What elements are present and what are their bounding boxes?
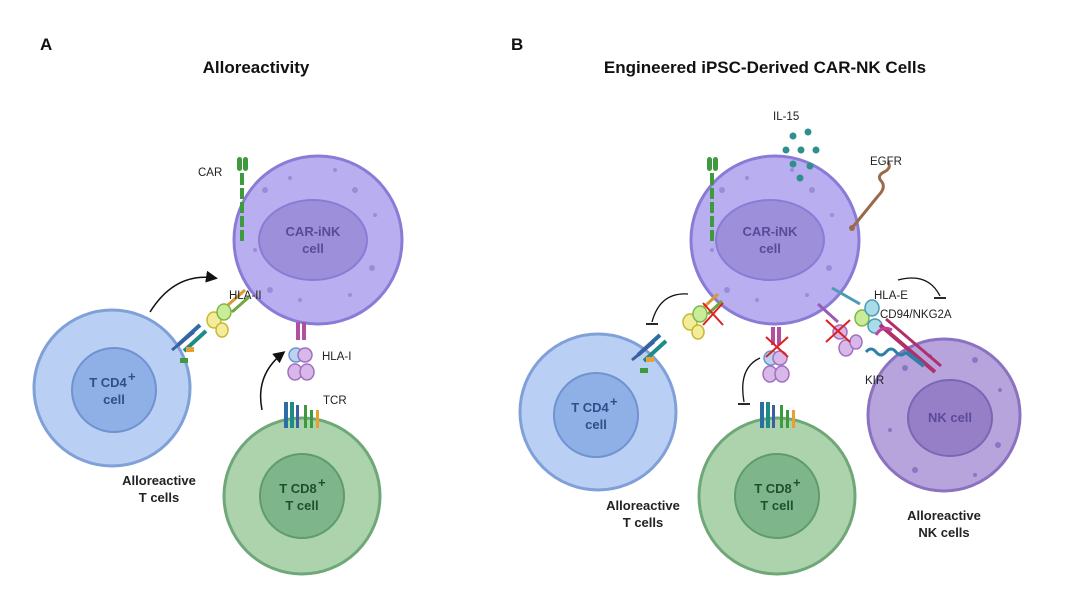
panel-b-letter: B <box>511 35 523 54</box>
panel-b-cd94-label: CD94/NKG2A <box>880 309 952 321</box>
panel-b-hla2-block-cross-icon <box>702 302 724 326</box>
panel-b-car-cell-label-2: cell <box>759 241 781 256</box>
panel-a-hla1-icon <box>287 322 315 381</box>
panel-a-car-label: CAR <box>198 167 222 179</box>
panel-b-hla1-block-cross-icon <box>765 336 789 358</box>
panel-a-cd8-label-2: T cell <box>285 498 318 513</box>
panel-a-cd8-label-1: T CD8 <box>279 481 317 496</box>
panel-b-title: Engineered iPSC-Derived CAR-NK Cells <box>604 58 926 77</box>
panel-a-car-ink-cell: CAR-iNK cell <box>232 154 404 326</box>
panel-a-hla2-icon <box>206 288 250 338</box>
panel-a-car-cell-label-2: cell <box>302 241 324 256</box>
panel-b-kir-block-cross-icon <box>825 319 851 343</box>
panel-a-cd4-tcr-complex-icon <box>171 323 208 363</box>
panel-b-t-group-label-2: T cells <box>623 515 663 530</box>
panel-b-egfr-label: EGFR <box>870 156 902 168</box>
panel-a-tcr-icon <box>284 402 319 428</box>
panel-b-t-cd4-cell: T CD4 + cell <box>518 332 678 492</box>
panel-b-nk-group-label-2: NK cells <box>918 525 969 540</box>
panel-a-t-cd4-cell: T CD4 + cell <box>32 308 192 468</box>
panel-b-tcr-icon <box>760 402 795 428</box>
panel-a-car-cell-label-1: CAR-iNK <box>286 224 341 239</box>
panel-a-hla2-label: HLA-II <box>229 290 262 302</box>
panel-a-group-label-2: T cells <box>139 490 179 505</box>
panel-b-nk-group-label-1: Alloreactive <box>907 508 981 523</box>
panel-b-hla1-inhibit-arc <box>742 357 761 403</box>
panel-b-cd4-label-2: cell <box>585 417 607 432</box>
panel-b-kir-receptor-icon <box>864 347 926 368</box>
panel-b-car-ink-cell: CAR-iNK cell <box>689 154 861 326</box>
panel-b-egfr-icon <box>849 161 891 231</box>
panel-a-title: Alloreactivity <box>203 58 310 77</box>
panel-b-cd8-label-2: T cell <box>760 498 793 513</box>
panel-a-hla2-arrow <box>149 270 218 313</box>
panel-a-tcr-label: TCR <box>323 395 347 407</box>
panel-b-hla2-inhibit-arc <box>651 293 689 323</box>
panel-b-nkg2a-inhibit-arc <box>897 277 941 297</box>
panel-b-nk-cell-label: NK cell <box>928 410 972 425</box>
panel-a-group-label-1: Alloreactive <box>122 473 196 488</box>
panel-b-cd94-nkg2a-icon <box>874 317 942 374</box>
panel-a-cd4-label-2: cell <box>103 392 125 407</box>
panel-b-kir-label: KIR <box>865 375 884 387</box>
panel-b-nk-cell: NK cell <box>866 337 1022 493</box>
panel-b-cd8-superscript: + <box>793 475 801 490</box>
panel-b-cd4-label-1: T CD4 <box>571 400 609 415</box>
panel-b-il15-label: IL-15 <box>773 111 799 123</box>
panel-a-t-cd8-cell: T CD8 + T cell <box>222 416 382 576</box>
panel-a-hla1-arrow <box>259 351 286 411</box>
panel-b-cd4-superscript: + <box>610 394 618 409</box>
panel-b-hlae-label: HLA-E <box>874 290 908 302</box>
panel-b-t-cd8-cell: T CD8 + T cell <box>697 416 857 576</box>
panel-a-hla1-label: HLA-I <box>322 351 351 363</box>
panel-b-hla2-icon <box>682 292 724 340</box>
panel-a-cd8-superscript: + <box>318 475 326 490</box>
panel-a-cd4-superscript: + <box>128 369 136 384</box>
panel-b-t-group-label-1: Alloreactive <box>606 498 680 513</box>
panel-a-car-receptor-icon <box>237 157 248 241</box>
panel-b-car-receptor-icon <box>707 157 718 241</box>
panel-b-il15-molecules-icon <box>782 128 820 182</box>
panel-a-letter: A <box>40 35 52 54</box>
panel-b-cd4-tcr-complex-icon <box>631 333 668 373</box>
panel-b-car-cell-label-1: CAR-iNK <box>743 224 798 239</box>
panel-b-cd8-label-1: T CD8 <box>754 481 792 496</box>
panel-a-cd4-label-1: T CD4 <box>89 375 127 390</box>
